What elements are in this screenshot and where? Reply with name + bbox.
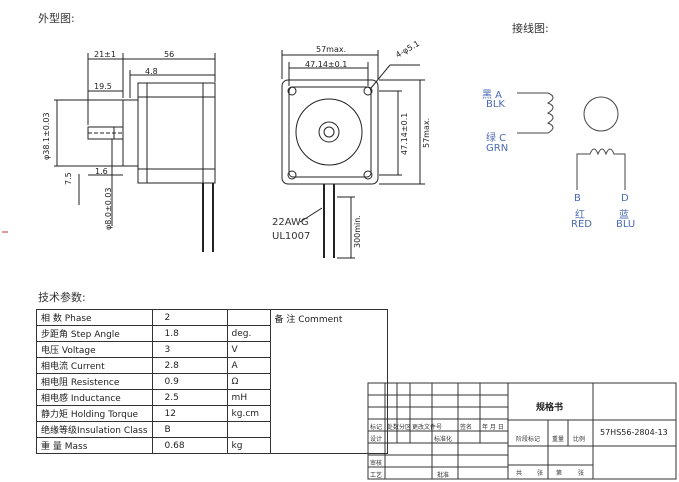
- spec-unit: kg: [226, 437, 271, 454]
- wire-b-cn: 红: [575, 210, 585, 221]
- wiring-diagram: [517, 92, 626, 190]
- mount-hole: [363, 170, 373, 180]
- face-boss: [295, 98, 363, 166]
- tb-approve: 批准: [437, 472, 450, 479]
- spec-value: 12: [151, 405, 228, 422]
- coil-bd: [576, 148, 626, 190]
- spec-param: 相电流 Current: [36, 357, 153, 374]
- wire-type: UL1007: [272, 231, 311, 242]
- tb-change-doc: 更改文件号: [412, 424, 443, 431]
- mount-hole: [287, 170, 297, 180]
- spec-param: 相电阻 Resistence: [36, 373, 153, 390]
- spec-unit: [226, 309, 271, 326]
- wire-gauge: 22AWG: [272, 217, 309, 228]
- spec-comment: 备 注 Comment: [269, 309, 388, 454]
- dim-1-6: 1.6: [95, 167, 108, 176]
- tb-stage-mark: 阶段标记: [516, 436, 541, 443]
- spec-value: 1.8: [151, 325, 228, 342]
- wire-a-en: BLK: [486, 99, 505, 110]
- spec-unit: Ω: [226, 373, 271, 390]
- outline-heading: 外型图:: [38, 12, 75, 25]
- dim-lead-length: 300min.: [353, 215, 362, 248]
- spec-value: 2.5: [151, 389, 228, 406]
- dim-dia-8: φ8.0±0.03: [104, 187, 113, 230]
- title-block: [367, 382, 677, 480]
- spec-row: 相 数 Phase 2 备 注 Comment: [36, 309, 388, 454]
- spec-unit: V: [226, 341, 271, 358]
- tb-zone: 分区: [399, 424, 412, 431]
- tb-process: 工艺: [370, 472, 383, 479]
- dim-47-width: 47.14±0.1: [305, 60, 348, 69]
- model-number: 57HS56-2804-13: [600, 428, 668, 437]
- dim-4-8: 4.8: [145, 67, 158, 76]
- spec-param: 相 数 Phase: [36, 309, 153, 326]
- spec-value: 2: [151, 309, 228, 326]
- spec-row: 相电感 Inductance 2.5 mH: [36, 389, 388, 406]
- wire-a-cn: 黑 A: [482, 90, 503, 101]
- tb-review: 审核: [370, 460, 383, 467]
- dim-57max-height: 57max.: [422, 117, 431, 148]
- dim-47-height: 47.14±0.1: [400, 112, 409, 155]
- spec-value: 0.9: [151, 373, 228, 390]
- motor-face: [281, 79, 379, 185]
- tb-mark: 标记: [370, 424, 383, 431]
- dim-57max-width: 57max.: [316, 45, 347, 54]
- wire-b-letter: B: [574, 193, 581, 204]
- spec-row: 重 量 Mass 0.68 kg: [36, 437, 388, 454]
- front-view: [281, 50, 425, 259]
- tb-count: 处数: [387, 424, 400, 431]
- wire-d-cn: 蓝: [619, 210, 629, 221]
- dim-7-5: 7.5: [64, 172, 73, 185]
- tb-scale: 比例: [573, 436, 586, 443]
- wiring-heading: 接线图:: [512, 22, 549, 35]
- spec-unit: mH: [226, 389, 271, 406]
- tb-standardize: 标准化: [434, 436, 453, 443]
- spec-param: 电压 Voltage: [36, 341, 153, 358]
- wire-d-letter: D: [621, 193, 629, 204]
- tb-sign: 签名: [460, 424, 473, 431]
- side-view: [54, 53, 216, 252]
- tb-sheet2: 张: [578, 470, 585, 477]
- mount-hole: [363, 86, 373, 96]
- wire-d-en: BLU: [616, 219, 636, 230]
- spec-table: 相 数 Phase 2 备 注 Comment 步距角 Step Angle 1…: [36, 309, 388, 454]
- mount-hole: [287, 86, 297, 96]
- doc-title: 规格书: [536, 403, 564, 413]
- spec-value: B: [151, 421, 228, 438]
- motor-flange: [122, 99, 139, 167]
- tech-heading: 技术参数:: [38, 291, 86, 304]
- tb-sheet-no: 第: [556, 470, 563, 477]
- motor-shaft: [87, 126, 124, 140]
- dim-dia-38: φ38.1±0.03: [42, 112, 51, 160]
- spec-value: 2.8: [151, 357, 228, 374]
- wire-b-en: RED: [571, 219, 592, 230]
- spec-row: 绝缘等级Insulation Class B: [36, 421, 388, 438]
- spec-value: 3: [151, 341, 228, 358]
- spec-unit: kg.cm: [226, 405, 271, 422]
- spec-unit: [226, 421, 271, 438]
- spec-param: 重 量 Mass: [36, 437, 153, 454]
- dim-56: 56: [164, 50, 175, 59]
- rotor-symbol: [583, 96, 619, 132]
- wire-c-cn: 绿 C: [486, 133, 507, 144]
- spec-param: 相电感 Inductance: [36, 389, 153, 406]
- wire-c-en: GRN: [486, 143, 509, 154]
- spec-param: 步距角 Step Angle: [36, 325, 153, 342]
- spec-param: 静力矩 Holding Torque: [36, 405, 153, 422]
- spec-unit: deg.: [226, 325, 271, 342]
- tb-date: 年 月 日: [482, 424, 504, 431]
- dim-19-5: 19.5: [94, 82, 112, 91]
- tb-design: 设计: [370, 436, 383, 443]
- tb-weight: 重量: [552, 436, 565, 443]
- tb-sheet: 张: [537, 470, 544, 477]
- spec-param: 绝缘等级Insulation Class: [36, 421, 153, 438]
- spec-row: 相电阻 Resistence 0.9 Ω: [36, 373, 388, 390]
- spec-unit: A: [226, 357, 271, 374]
- dim-21: 21±1: [94, 50, 116, 59]
- tb-sheets-total: 共: [516, 470, 523, 477]
- spec-value: 0.68: [151, 437, 228, 454]
- coil-ac: [517, 92, 554, 134]
